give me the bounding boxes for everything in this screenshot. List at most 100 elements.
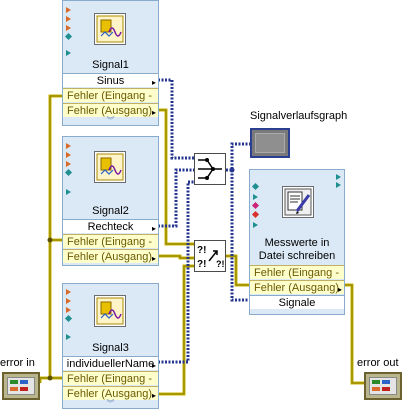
output-arrow-icon: ▸ [151,78,156,87]
input-terminal[interactable] [66,143,71,149]
error-out-label: Fehler (Ausgang) [254,282,339,294]
graph-display-icon [255,133,285,153]
node-title: Signal1 [92,59,129,71]
error-in-label: Fehler (Eingang - [67,90,152,102]
error-in-row[interactable]: Fehler (Eingang - [63,234,158,248]
merge-errors-icon-svg: ?! ?! ?! [195,241,225,271]
wire-junction [47,375,53,381]
graph-label: Signalverlaufsgraph [250,110,348,122]
output-arrow-icon: ▸ [151,254,156,263]
error-cluster-icon-svg [10,380,28,391]
signal-wire-rechteck [158,168,194,228]
error-out-label: Fehler (Ausgang) [67,251,152,263]
error-cluster-icon [7,377,35,395]
signal-wires [158,78,250,364]
input-terminal[interactable] [253,222,258,228]
waveform-graph-terminal[interactable] [250,128,290,158]
error-out-terminal[interactable] [364,372,402,400]
signal-generator-icon-svg [96,153,124,181]
input-terminal[interactable] [66,50,71,56]
wire-junction [47,237,53,243]
input-terminal[interactable] [66,189,71,195]
error-out-row[interactable]: Fehler (Ausgang) ▸ [250,280,344,294]
write-to-file-node[interactable]: Messwerte in Datei schreiben Fehler (Ein… [249,169,345,315]
input-terminal[interactable] [66,152,71,158]
output-label: Sinus [96,75,125,87]
input-terminal[interactable] [66,16,71,22]
write-to-file-icon [282,186,314,218]
error-in-row[interactable]: Fehler (Eingang - [63,371,158,385]
input-label: Signale [278,297,316,309]
input-terminal[interactable] [66,298,71,304]
output-terminal[interactable] [336,182,341,188]
input-terminal[interactable] [64,314,73,323]
input-terminal[interactable] [251,182,260,191]
node-title: Messwerte in [264,237,330,249]
input-terminal[interactable] [251,201,260,210]
signal2-node[interactable]: Signal2 Rechteck ▸ Fehler (Eingang - Feh… [62,136,159,266]
merge-signals-icon-svg [195,154,225,184]
output-label: individuellerName [66,358,155,370]
expand-chevron-icon[interactable]: ︾ [106,399,115,408]
error-out-row[interactable]: Fehler (Ausgang) ▸ [63,103,158,117]
write-to-file-icon-svg [284,188,312,216]
expand-chevron-icon[interactable]: ︾ [106,116,115,125]
input-terminal[interactable] [66,334,71,340]
input-terminal[interactable] [64,32,73,41]
output-row-rechteck[interactable]: Rechteck ▸ [63,219,158,233]
error-in-label: error in [0,357,35,369]
output-arrow-icon: ▸ [151,108,156,117]
output-arrow-icon: ▸ [151,361,156,370]
merge-errors-icon[interactable]: ?! ?! ?! [194,240,226,272]
signal-generator-icon [94,13,126,45]
output-row-individual[interactable]: individuellerName ▸ [63,356,158,370]
merge-signals-icon[interactable] [194,153,226,185]
input-terminal[interactable] [66,289,71,295]
error-in-terminal[interactable] [2,372,40,400]
error-cluster-icon-svg [372,380,390,391]
input-terminal[interactable] [64,168,73,177]
error-out-label: error out [357,357,399,369]
signal-wire-individual [158,180,194,364]
error-out-label: Fehler (Ausgang) [67,388,152,400]
input-terminal[interactable] [66,161,71,167]
error-in-label: Fehler (Eingang - [67,236,152,248]
error-out-row[interactable]: Fehler (Ausgang) ▸ [63,249,158,263]
node-title: Datei schreiben [258,250,336,262]
node-title: Signal3 [92,342,129,354]
input-terminal[interactable] [66,307,71,313]
output-arrow-icon: ▸ [151,224,156,233]
input-terminal[interactable] [253,194,258,200]
input-terminal[interactable] [251,210,260,219]
error-in-label: Fehler (Eingang - [254,267,339,279]
signal-generator-icon [94,295,126,327]
signal-wire-sinus [158,78,194,160]
output-row-sinus[interactable]: Sinus ▸ [63,73,158,87]
svg-text:?!: ?! [197,259,206,270]
node-title: Signal2 [92,205,129,217]
error-out-label: Fehler (Ausgang) [67,105,152,117]
output-label: Rechteck [87,221,134,233]
signal3-node[interactable]: Signal3 individuellerName ▸ Fehler (Eing… [62,283,159,409]
error-in-row[interactable]: Fehler (Eingang - [250,265,344,279]
output-terminal[interactable] [336,174,341,180]
svg-text:?!: ?! [216,259,225,269]
signal1-node[interactable]: Signal1 Sinus ▸ Fehler (Eingang - Fehler… [62,0,159,126]
error-wire-merged [226,254,249,287]
signal-wire-merged-graph [226,142,250,172]
output-arrow-icon: ▸ [337,285,342,294]
input-row-signale[interactable]: Signale [250,295,344,309]
svg-text:?!: ?! [197,245,206,256]
wire-junction [229,167,235,173]
input-terminal[interactable] [66,7,71,13]
signal-generator-icon-svg [96,15,124,43]
error-in-row[interactable]: Fehler (Eingang - [63,88,158,102]
input-terminal[interactable] [66,25,71,31]
error-cluster-icon [369,377,397,395]
error-out-row[interactable]: Fehler (Ausgang) ▸ [63,386,158,400]
signal-generator-icon-svg [96,297,124,325]
error-in-label: Fehler (Eingang - [67,373,152,385]
signal-generator-icon [94,151,126,183]
output-arrow-icon: ▸ [151,391,156,400]
